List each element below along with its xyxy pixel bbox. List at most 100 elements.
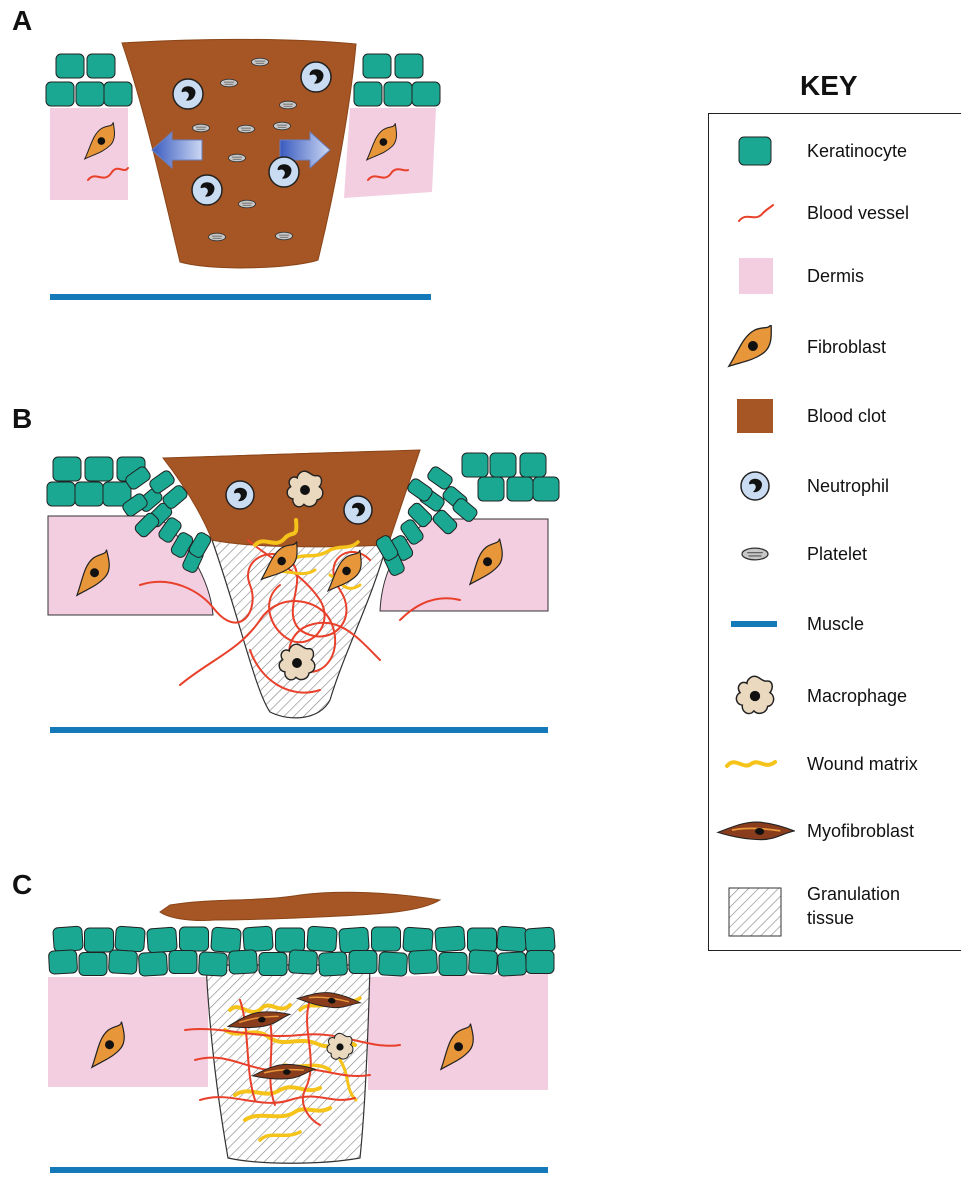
keratinocyte [520, 453, 546, 477]
keratinocyte [87, 54, 115, 78]
keratinocyte [147, 927, 178, 953]
keratinocyte [339, 927, 370, 953]
keratinocyte-icon-graphic [715, 129, 795, 173]
fibroblast-icon [715, 325, 795, 375]
muscle-icon-graphic [715, 604, 795, 644]
keratinocyte [79, 953, 107, 976]
neutrophil-key-item: Neutrophil [709, 464, 961, 524]
panel-b-label: B [12, 403, 32, 435]
panel-a-drawing [46, 39, 440, 300]
neutrophil [173, 79, 203, 109]
keratinocyte [259, 953, 287, 976]
wound-matrix-key-item: Wound matrix [709, 744, 961, 804]
platelet [252, 58, 269, 66]
panel-c-drawing [48, 892, 555, 1173]
key-item-label: Platelet [807, 542, 867, 566]
keratinocyte [180, 927, 209, 951]
keratinocyte [439, 953, 467, 976]
dermis-right [344, 108, 436, 198]
keratinocyte-key-item: Keratinocyte [709, 129, 961, 189]
keratinocyte [228, 950, 257, 974]
keratinocyte [354, 82, 382, 106]
platelet [239, 200, 256, 208]
keratinocyte [288, 950, 317, 974]
keratinocyte [435, 926, 466, 952]
panel-b-drawing [47, 450, 559, 733]
myofibroblast-key-item: Myofibroblast [709, 811, 961, 871]
granulation-tissue-key-item: Granulation tissue [709, 882, 961, 942]
keratinocyte [533, 477, 559, 501]
keratinocyte [408, 950, 437, 974]
keratinocyte [115, 926, 146, 952]
keratinocyte [363, 54, 391, 78]
granulation-tissue-icon-graphic [715, 882, 795, 942]
fibroblast-key-item: Fibroblast [709, 325, 961, 385]
platelet-key-item: Platelet [709, 534, 961, 594]
keratinocyte [47, 482, 75, 506]
fibroblast [720, 325, 782, 369]
platelet [280, 101, 297, 109]
myofibroblast-icon-graphic [715, 811, 795, 851]
platelet [274, 122, 291, 130]
wound-matrix-icon-graphic [715, 744, 795, 784]
keratinocyte [46, 82, 74, 106]
panel-a-label: A [12, 5, 32, 37]
platelet [209, 233, 226, 241]
keratinocyte [739, 137, 771, 165]
keratinocyte [403, 927, 434, 953]
blood-vessel-icon-graphic [715, 193, 795, 233]
macrophage-key-item: Macrophage [709, 674, 961, 734]
keratinocyte [497, 926, 528, 952]
key-item-label: Fibroblast [807, 335, 886, 359]
blood-clot-icon [715, 394, 795, 444]
key-item-label: Myofibroblast [807, 819, 914, 843]
myofibroblast-icon [715, 811, 795, 861]
keratinocyte [85, 928, 114, 952]
keratinocyte [104, 82, 132, 106]
scab-blood-clot [160, 892, 440, 920]
keratinocyte [56, 54, 84, 78]
key-title: KEY [800, 70, 858, 102]
keratinocyte [378, 952, 407, 976]
neutrophil [269, 157, 299, 187]
blood-vessel [739, 205, 773, 221]
keratinocyte [349, 951, 377, 974]
key-item-label: Neutrophil [807, 474, 889, 498]
keratinocyte [76, 82, 104, 106]
dermis-left [48, 977, 208, 1087]
keratinocyte [497, 952, 526, 976]
key-item-label: Muscle [807, 612, 864, 636]
keratinocyte [138, 952, 167, 976]
platelet [193, 124, 210, 132]
key-item-label: Macrophage [807, 684, 907, 708]
blood-vessel-key-item: Blood vessel [709, 193, 961, 253]
dermis-icon-graphic [715, 256, 795, 296]
keratinocyte [462, 453, 488, 477]
panel-c-label: C [12, 869, 32, 901]
muscle-key-item: Muscle [709, 604, 961, 664]
key-item-label: Keratinocyte [807, 139, 907, 163]
platelet [276, 232, 293, 240]
neutrophil-icon [715, 464, 795, 514]
keratinocyte-icon [715, 129, 795, 179]
platelet [238, 125, 255, 133]
muscle-layer-c [50, 1167, 548, 1173]
keratinocyte [108, 950, 137, 974]
keratinocyte [395, 54, 423, 78]
key-item-label: Blood clot [807, 404, 886, 428]
keratinocyte [53, 926, 84, 952]
key-item-label: Granulation tissue [807, 882, 900, 930]
keratinocyte [198, 952, 227, 976]
keratinocyte [468, 928, 497, 952]
keratinocyte [412, 82, 440, 106]
myofibroblast [718, 819, 795, 843]
fibroblast-icon-graphic [715, 325, 795, 369]
blood-clot-key-item: Blood clot [709, 394, 961, 454]
blood-vessel-icon [715, 193, 795, 243]
key-item-label: Dermis [807, 264, 864, 288]
keratinocyte [48, 950, 77, 974]
muscle-icon [715, 604, 795, 654]
dermis-icon [715, 256, 795, 306]
